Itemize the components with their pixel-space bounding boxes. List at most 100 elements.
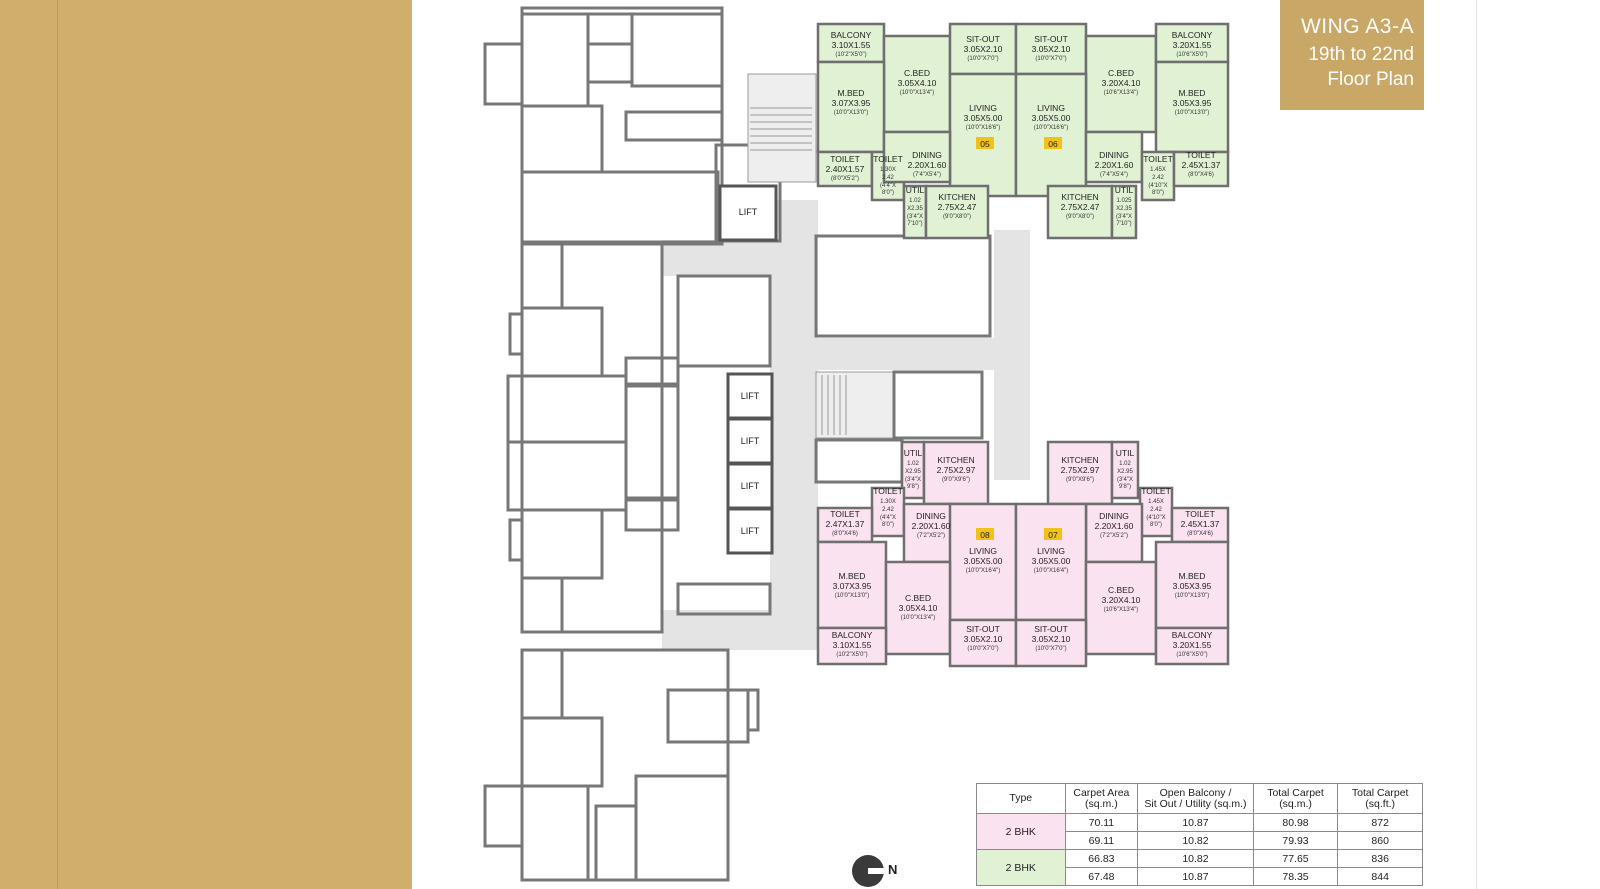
- room-living-size-m: 3.05X5.00: [1032, 113, 1071, 123]
- room-toilet2-size-m: 2.42: [882, 175, 894, 181]
- open-cell: 10.82: [1137, 831, 1254, 850]
- open-cell: 10.82: [1137, 849, 1254, 868]
- room-util-size-ft: 7'10"): [907, 221, 922, 227]
- room-toilet2-size-ft: (4'10"X: [1148, 183, 1167, 189]
- room-toilet1-size-m: 2.45X1.37: [1181, 519, 1220, 529]
- room-toilet1-size-m: 2.45X1.37: [1182, 160, 1221, 170]
- room-dining-size-m: 2.20X1.60: [912, 521, 951, 531]
- unit-tag-05: 05: [980, 139, 990, 149]
- room-sitout-size-m: 3.05X2.10: [1032, 44, 1071, 54]
- north-label: N: [888, 862, 898, 877]
- room-kitchen-name: KITCHEN: [938, 192, 975, 202]
- gold-side-panel: [0, 0, 412, 889]
- floor-range: 19th to 22nd: [1308, 44, 1414, 65]
- room-toilet2-size-ft: 8'0"): [1152, 190, 1164, 196]
- room-util-size-m: X2.35: [1116, 206, 1132, 212]
- unit-tag-06: 06: [1048, 139, 1058, 149]
- room-balcony-size-ft: (10'2"X5'0"): [836, 652, 867, 658]
- room-cbed-name: C.BED: [904, 68, 930, 78]
- room-sitout-size-ft: (10'0"X7'0"): [1035, 646, 1066, 652]
- room-util-size-ft: 9'8"): [907, 484, 919, 490]
- room-util-size-m: X2.95: [1117, 469, 1133, 475]
- room-mbed-size-ft: (10'0"X13'0"): [835, 593, 870, 599]
- room-dining-size-ft: (7'2"X5'2"): [1100, 533, 1128, 539]
- room-util-size-m: 1.025: [1116, 198, 1132, 204]
- room-toilet2-size-ft: (4'4"X: [880, 183, 896, 189]
- room-kitchen-size-m: 2.75X2.47: [1061, 202, 1100, 212]
- north-arrow-icon: [852, 855, 885, 887]
- room-living-name: LIVING: [969, 546, 997, 556]
- total-sqm-cell: 79.93: [1252, 831, 1339, 850]
- room-mbed-size-ft: (10'0"X13'0"): [1175, 110, 1210, 116]
- room-toilet1-size-ft: (8'0"X4'6): [832, 531, 858, 537]
- room-balcony-name: BALCONY: [831, 30, 872, 40]
- room-living-size-ft: (10'0"X16'6"): [1034, 125, 1069, 131]
- total-sqft-cell: 844: [1337, 867, 1423, 886]
- room-kitchen-size-ft: (9'0"X9'6"): [942, 477, 970, 483]
- room-toilet1-size-ft: (8'0"X5'2"): [831, 176, 859, 182]
- col-carpet: Carpet Area(sq.m.): [1064, 783, 1139, 814]
- room-cbed-name: C.BED: [1108, 585, 1134, 595]
- room-mbed-size-m: 3.05X3.95: [1173, 98, 1212, 108]
- room-cbed-size-m: 3.05X4.10: [899, 603, 938, 613]
- room-util-size-ft: (3'4"X: [1116, 214, 1132, 220]
- total-sqft-cell: 836: [1337, 849, 1423, 868]
- room-cbed-size-m: 3.20X4.10: [1102, 78, 1141, 88]
- total-sqm-cell: 80.98: [1252, 813, 1339, 832]
- room-kitchen-size-m: 2.75X2.47: [938, 202, 977, 212]
- room-dining-size-ft: (7'2"X5'2"): [917, 533, 945, 539]
- room-cbed-size-m: 3.05X4.10: [898, 78, 937, 88]
- type-cell: 2 BHK: [976, 849, 1066, 886]
- room-util-size-ft: 9'8"): [1119, 484, 1131, 490]
- room-toilet1-name: TOILET: [1186, 150, 1216, 160]
- lift-shaft: [718, 184, 778, 242]
- room-living-name: LIVING: [1037, 546, 1065, 556]
- room-dining-name: DINING: [1099, 150, 1129, 160]
- wing-title-badge: WING A3-A 19th to 22nd Floor Plan: [1280, 0, 1424, 110]
- room-toilet1-name: TOILET: [1185, 509, 1215, 519]
- room-balcony-name: BALCONY: [1172, 630, 1213, 640]
- room-toilet2-size-m: 1.45X: [1148, 499, 1164, 505]
- lift-label: LIFT: [741, 526, 760, 536]
- lift-shaft: [726, 417, 774, 465]
- room-toilet2-name: TOILET: [873, 486, 903, 496]
- room-toilet2-size-m: 1.45X: [1150, 167, 1166, 173]
- room-toilet2-size-ft: (4'4"X: [880, 515, 896, 521]
- room-toilet2-name: TOILET: [1143, 154, 1173, 164]
- room-kitchen-name: KITCHEN: [1061, 192, 1098, 202]
- room-mbed-name: M.BED: [839, 571, 866, 581]
- room-dining-size-m: 2.20X1.60: [908, 160, 947, 170]
- col-total-sqft: Total Carpet(sq.ft.): [1337, 783, 1423, 814]
- room-util-size-m: X2.95: [905, 469, 921, 475]
- room-balcony-name: BALCONY: [1172, 30, 1213, 40]
- room-balcony-size-ft: (10'6"X5'0"): [1176, 52, 1207, 58]
- room-mbed-name: M.BED: [838, 88, 865, 98]
- lift-label: LIFT: [741, 391, 760, 401]
- unit-tag-07: 07: [1048, 530, 1058, 540]
- carpet-cell: 69.11: [1064, 831, 1139, 850]
- room-dining-name: DINING: [916, 511, 946, 521]
- table-row: 67.48 10.87 78.35 844: [977, 867, 1423, 886]
- room-toilet1-size-m: 2.40X1.57: [826, 164, 865, 174]
- room-cbed-size-m: 3.20X4.10: [1102, 595, 1141, 605]
- room-dining-size-m: 2.20X1.60: [1095, 160, 1134, 170]
- lift-label: LIFT: [739, 207, 758, 217]
- room-util-name: UTIL: [906, 185, 925, 195]
- room-living-size-ft: (10'0"X16'4"): [966, 568, 1001, 574]
- room-toilet2-size-m: 1.30X: [880, 167, 896, 173]
- room-balcony-name: BALCONY: [832, 630, 873, 640]
- room-toilet2-size-ft: 8'0"): [1150, 522, 1162, 528]
- unit-tag-08: 08: [980, 530, 990, 540]
- room-util-size-m: 1.02: [909, 198, 921, 204]
- room-toilet1-name: TOILET: [830, 154, 860, 164]
- room-balcony-size-m: 3.10X1.55: [832, 40, 871, 50]
- room-sitout-size-m: 3.05X2.10: [1032, 634, 1071, 644]
- lift-label: LIFT: [741, 436, 760, 446]
- room-sitout-name: SIT-OUT: [1034, 34, 1068, 44]
- room-living-name: LIVING: [969, 103, 997, 113]
- room-toilet2-size-m: 2.42: [882, 507, 894, 513]
- room-util-size-ft: (3'4"X: [905, 477, 921, 483]
- room-toilet1-size-ft: (8'0"X4'6): [1187, 531, 1213, 537]
- room-sitout-size-ft: (10'0"X7'0"): [967, 646, 998, 652]
- room-toilet2-size-ft: 8'0"): [882, 190, 894, 196]
